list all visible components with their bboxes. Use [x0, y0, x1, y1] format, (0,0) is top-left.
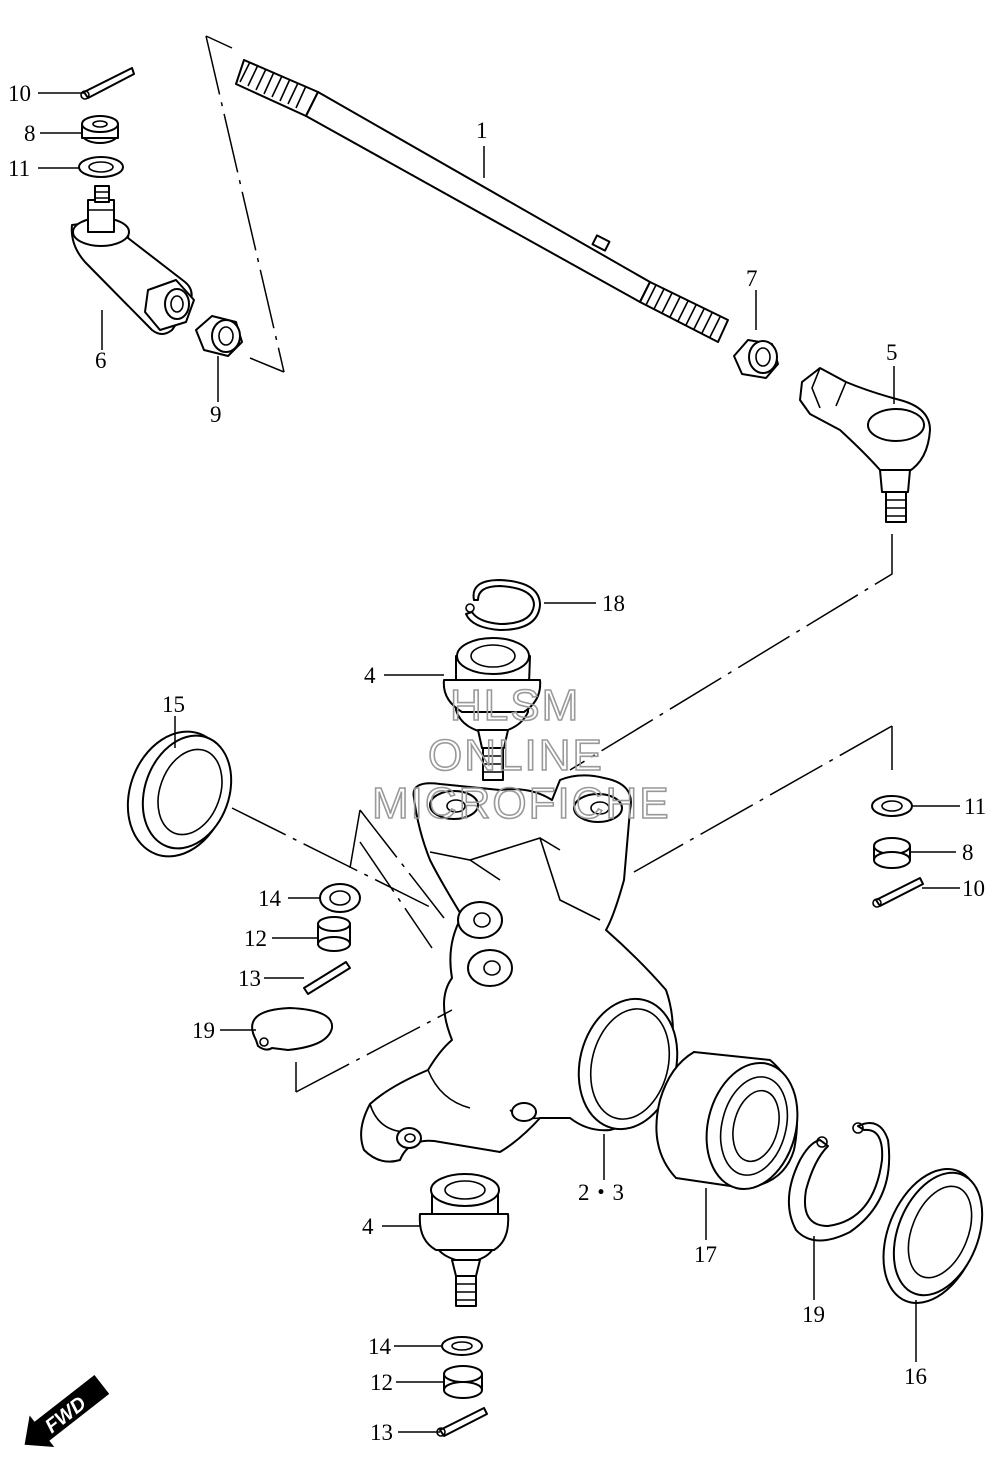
- watermark-line-2: ONLINE: [428, 731, 604, 780]
- callout-15: 15: [162, 692, 185, 717]
- wheel-bearing: [655, 1051, 799, 1191]
- callout-18: 18: [602, 591, 625, 616]
- callout-10-top: 10: [8, 81, 31, 106]
- oil-seal-right: [882, 1168, 984, 1304]
- hex-nut-left: [195, 315, 243, 357]
- hex-nut-right: [733, 339, 779, 379]
- watermark-line-3: MICROFICHE: [372, 779, 671, 828]
- tie-rod-end-left: [70, 185, 195, 335]
- callout-16: 16: [904, 1364, 927, 1389]
- callout-19-left: 19: [192, 1018, 215, 1043]
- callout-14-lower: 14: [368, 1334, 392, 1359]
- watermark-line-1: HLSM: [450, 681, 580, 730]
- callout-19-right: 19: [802, 1302, 825, 1327]
- fwd-arrow-badge: FWD: [24, 1374, 110, 1447]
- callout-1: 1: [476, 118, 488, 143]
- callout-6: 6: [95, 348, 107, 373]
- ball-joint-upper: [442, 637, 542, 781]
- tie-rod: [235, 59, 729, 343]
- callout-8-right: 8: [962, 840, 974, 865]
- callout-13-lower: 13: [370, 1420, 393, 1445]
- callout-17: 17: [694, 1242, 717, 1267]
- callout-5: 5: [886, 340, 898, 365]
- circlip-upper: [465, 579, 541, 631]
- castle-nut-knuckle: [317, 916, 351, 952]
- callout-11-top: 11: [8, 156, 30, 181]
- callout-11-right: 11: [964, 794, 986, 819]
- callout-8-top: 8: [24, 121, 36, 146]
- castle-nut-right: [873, 837, 911, 869]
- oil-seal-left: [126, 730, 233, 858]
- callouts: 1 10 8 11 6 9 7 5 18 4 15 14 12 13 19 11…: [8, 81, 986, 1445]
- cotter-pin: [83, 67, 135, 99]
- callout-4-upper: 4: [364, 663, 376, 688]
- callout-9: 9: [210, 402, 222, 427]
- callout-2-3: 2・3: [578, 1180, 624, 1205]
- callout-12-lower: 12: [370, 1370, 393, 1395]
- steering-knuckle: [360, 774, 679, 1163]
- callout-7: 7: [746, 266, 758, 291]
- callout-4-lower: 4: [362, 1214, 374, 1239]
- ball-joint-lower: [418, 1173, 510, 1307]
- watermark: HLSM ONLINE MICROFICHE: [371, 680, 671, 829]
- tie-rod-end-right: [799, 367, 931, 523]
- callout-14-upper: 14: [258, 886, 282, 911]
- callout-10-right: 10: [962, 876, 985, 901]
- castle-nut: [81, 115, 119, 144]
- callout-13-upper: 13: [238, 966, 261, 991]
- callout-12-upper: 12: [244, 926, 267, 951]
- castle-nut-lower: [443, 1365, 483, 1399]
